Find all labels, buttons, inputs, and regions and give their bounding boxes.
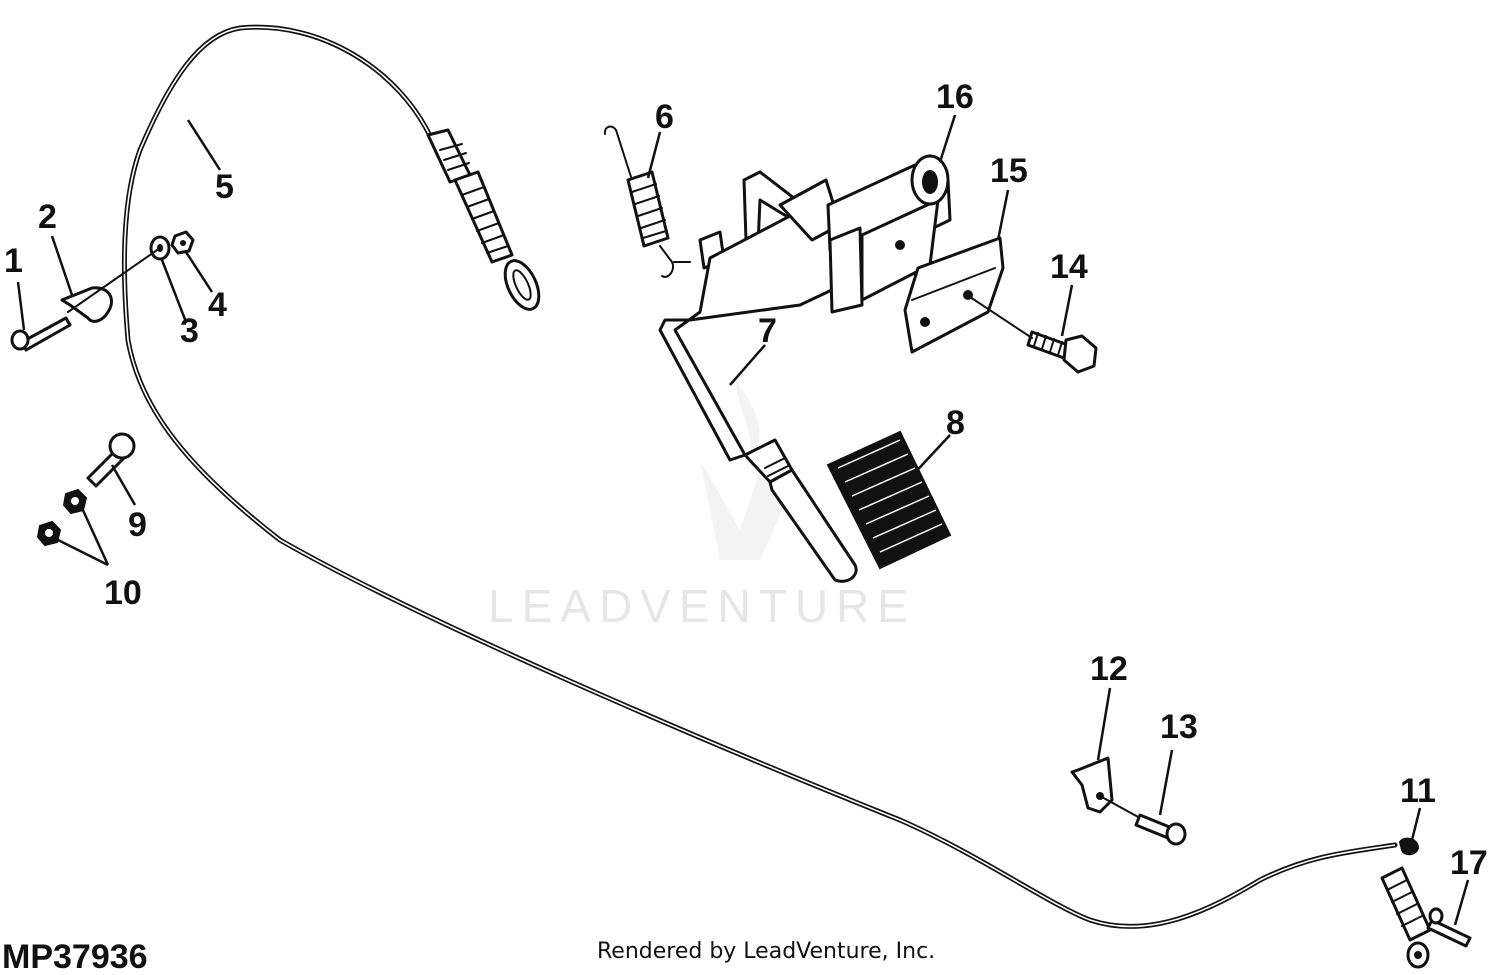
callout-8: 8: [946, 404, 965, 442]
figure-id: MP37936: [2, 938, 148, 975]
callout-17: 17: [1450, 844, 1488, 882]
callout-11: 11: [1400, 772, 1436, 810]
part-bolt-1[interactable]: [10, 316, 72, 352]
part-cable-clamp[interactable]: [60, 286, 113, 323]
part-pin-9[interactable]: [86, 432, 136, 488]
callout-9: 9: [128, 506, 147, 544]
part-nut-4[interactable]: [170, 230, 195, 255]
callout-6: 6: [655, 98, 674, 136]
part-bracket-12[interactable]: [1070, 756, 1114, 814]
callout-13: 13: [1160, 708, 1198, 746]
part-bolt-14[interactable]: [1026, 330, 1098, 374]
leader-lines: [16, 114, 1470, 926]
callout-5: 5: [215, 168, 234, 206]
part-nuts-10[interactable]: [36, 488, 88, 547]
part-pin-17[interactable]: [1426, 907, 1472, 948]
watermark-text: LEADVENTURE: [488, 580, 916, 632]
callout-7: 7: [758, 312, 777, 350]
cable-upper-spring: [426, 128, 541, 311]
part-clip-11[interactable]: [1398, 837, 1420, 856]
render-credit: Rendered by LeadVenture, Inc.: [597, 939, 935, 964]
callout-3: 3: [180, 312, 199, 350]
part-control-cable[interactable]: [121, 24, 1432, 969]
callout-14: 14: [1050, 248, 1088, 286]
part-pedal-pad[interactable]: [826, 430, 952, 570]
callout-10: 10: [104, 574, 142, 612]
callout-16: 16: [936, 78, 974, 116]
callout-12: 12: [1090, 650, 1128, 688]
part-mounting-plate[interactable]: [903, 236, 1005, 354]
part-pivot-bracket[interactable]: [826, 154, 952, 314]
callout-1: 1: [4, 242, 23, 280]
callout-labels: 1 2 3 4 5 6 7 8 9 10 11 12 13 14 15 16 1…: [4, 78, 1488, 882]
callout-15: 15: [990, 152, 1028, 190]
cable-lower-spring: [1380, 866, 1432, 969]
part-pedal-arm[interactable]: [658, 170, 858, 583]
callout-2: 2: [38, 198, 57, 236]
part-spring-6[interactable]: [603, 125, 691, 278]
callout-4: 4: [208, 286, 227, 324]
part-bolt-13[interactable]: [1099, 795, 1187, 846]
